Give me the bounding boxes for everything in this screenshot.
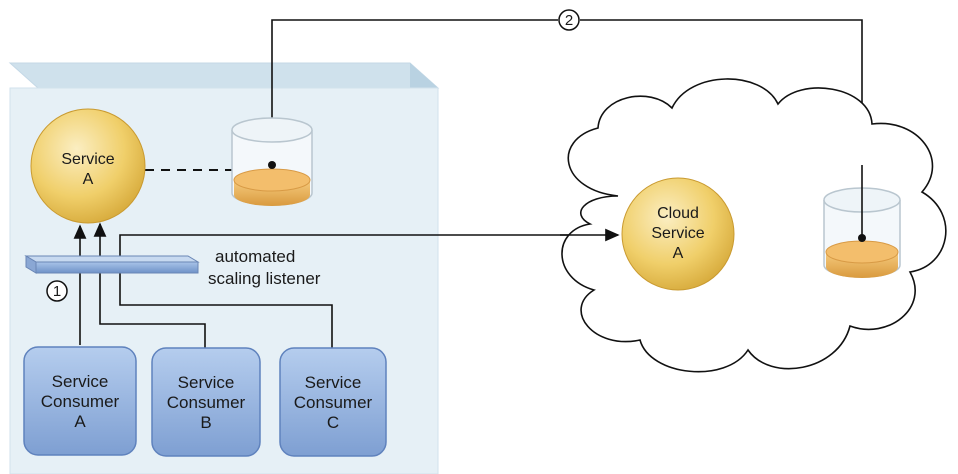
cloud-storage-cylinder: [823, 165, 901, 278]
cloud-shape: [561, 78, 947, 373]
consumer-c-line3: C: [327, 413, 339, 432]
consumer-c-line1: Service: [305, 373, 362, 392]
redirect-to-cloud: [119, 228, 620, 256]
step-marker-2: 2: [558, 9, 580, 31]
step-1-number: 1: [53, 283, 61, 300]
consumer-a-line1: Service: [52, 372, 109, 391]
cloud-service-label-line2: Service: [651, 225, 704, 242]
service-consumer-a: Service Consumer A: [23, 346, 137, 456]
service-a: Service A: [30, 108, 146, 224]
cloud-service-label-line1: Cloud: [657, 205, 699, 222]
consumer-a-line2: Consumer: [41, 392, 120, 411]
cloud-service-a: Cloud Service A: [621, 177, 735, 291]
step-marker-1: 1: [46, 280, 68, 302]
consumer-b-line2: Consumer: [167, 393, 246, 412]
service-a-label-line2: A: [83, 171, 94, 188]
service-consumer-c: Service Consumer C: [279, 347, 387, 457]
step-2-number: 2: [565, 12, 573, 29]
dashed-links: [145, 169, 824, 235]
consumer-c-link: [119, 272, 333, 348]
consumer-b-line1: Service: [178, 373, 235, 392]
local-storage-cylinder: [231, 117, 313, 206]
listener-label-line2: scaling listener: [208, 269, 321, 288]
consumer-b-line3: B: [200, 413, 211, 432]
consumer-a-line3: A: [74, 412, 86, 431]
service-consumer-b: Service Consumer B: [151, 347, 261, 457]
automated-scaling-listener: automated scaling listener: [24, 247, 321, 288]
listener-label-line1: automated: [215, 247, 295, 266]
replication-path: [271, 19, 558, 165]
cloud-service-label-line3: A: [673, 245, 684, 262]
service-a-label-line1: Service: [61, 151, 114, 168]
consumer-b-link: [99, 272, 206, 348]
consumer-c-line2: Consumer: [294, 393, 373, 412]
